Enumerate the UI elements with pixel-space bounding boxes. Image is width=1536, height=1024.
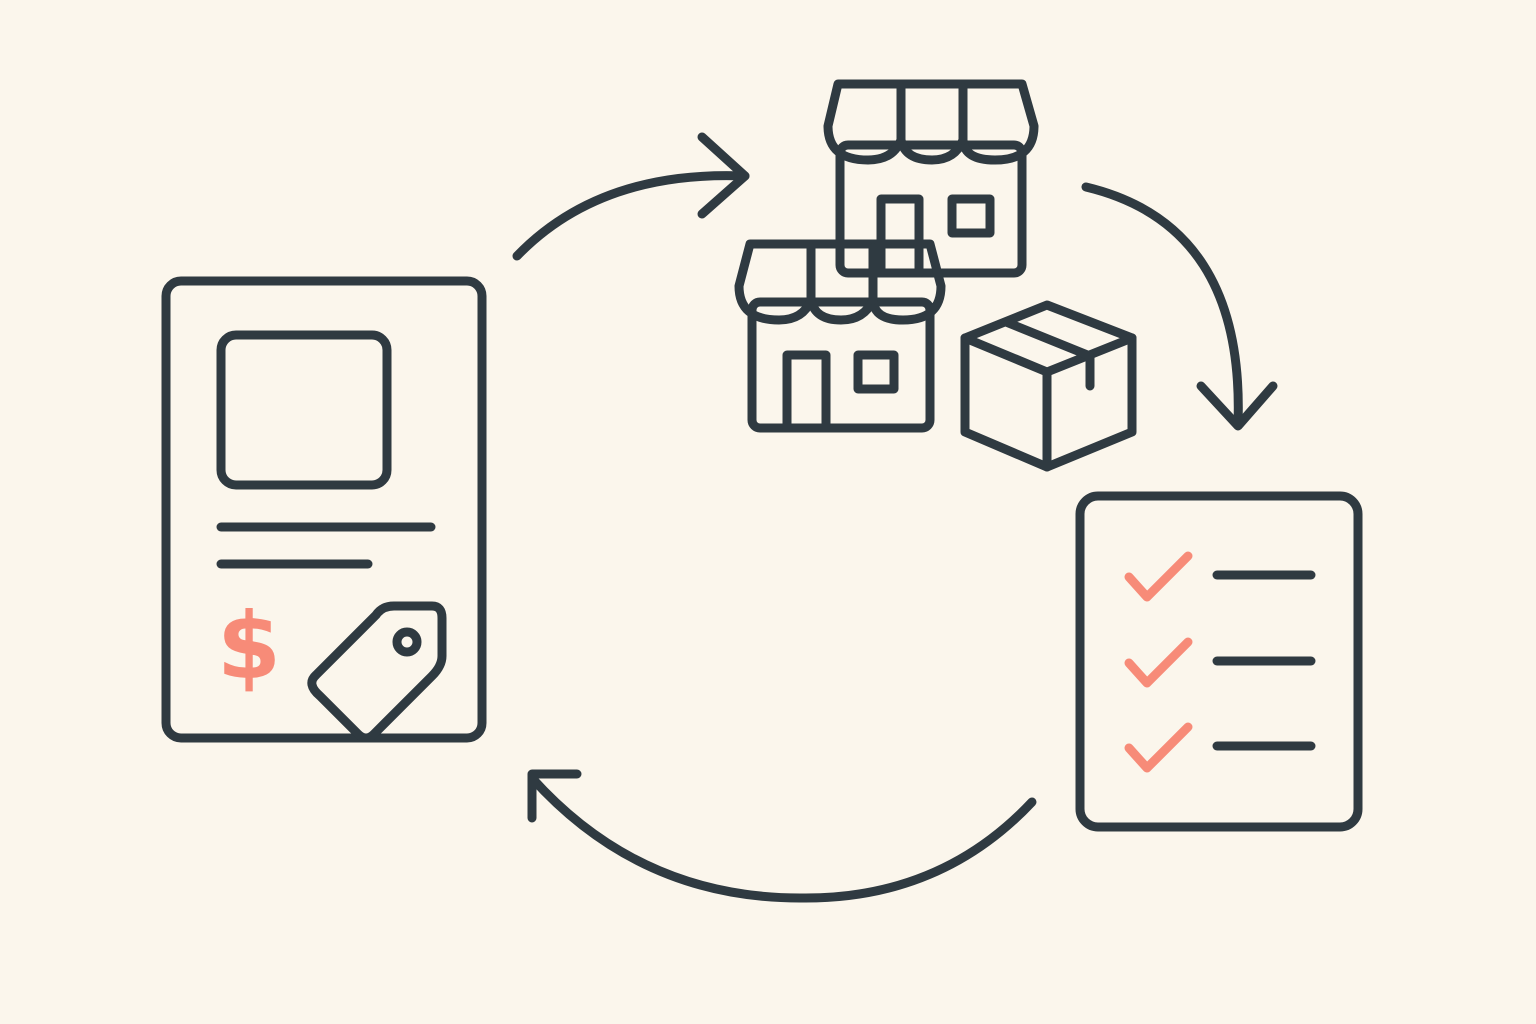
arrow-to-checklist <box>1081 182 1278 431</box>
checkmark-icon <box>1124 637 1193 688</box>
checkmark-icon <box>1124 551 1193 602</box>
storefront-icon <box>734 239 946 433</box>
arrow-to-product <box>527 769 1037 903</box>
checklist-item <box>1124 722 1316 773</box>
product-image-placeholder <box>216 330 392 490</box>
store-window <box>853 350 899 394</box>
checklist-item <box>1124 551 1316 602</box>
store-door <box>782 350 831 433</box>
store-door <box>876 194 924 278</box>
arrow-to-stores <box>512 132 750 261</box>
package-box-icon <box>960 300 1137 472</box>
product-listing-icon: $ <box>161 276 487 743</box>
store-window <box>947 194 995 238</box>
storefront-icon <box>823 79 1039 278</box>
checkmark-icon <box>1124 722 1193 773</box>
price-tag-icon <box>307 601 447 743</box>
dollar-sign: $ <box>217 593 281 700</box>
checklist-item <box>1124 637 1316 688</box>
checklist-icon <box>1075 491 1363 832</box>
